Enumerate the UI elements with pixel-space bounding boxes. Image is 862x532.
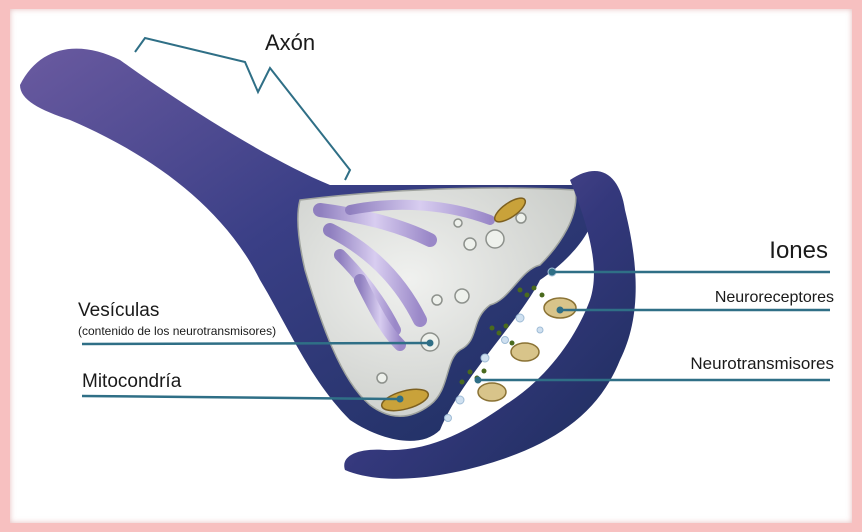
ions-label: Iones [769,237,828,264]
vesicles-note-label: (contenido de los neurotransmisores) [78,324,276,338]
mitochondria-label: Mitocondría [82,371,182,392]
axon-bracket [134,36,352,181]
synaptic-vesicles [376,212,527,384]
axon-label: Axón [265,30,315,55]
vesicle-tubes [313,199,495,351]
leader-lines [81,270,830,401]
postsynaptic-membrane [344,171,636,479]
leader-dots [396,268,564,403]
neuroreceptor-shapes [477,297,577,402]
neuroreceptors-label: Neuroreceptores [715,289,834,306]
vesicles-label: Vesículas [78,300,159,321]
neurotransmitters-label: Neurotransmisores [690,354,834,373]
mitochondria-shapes [380,197,527,412]
